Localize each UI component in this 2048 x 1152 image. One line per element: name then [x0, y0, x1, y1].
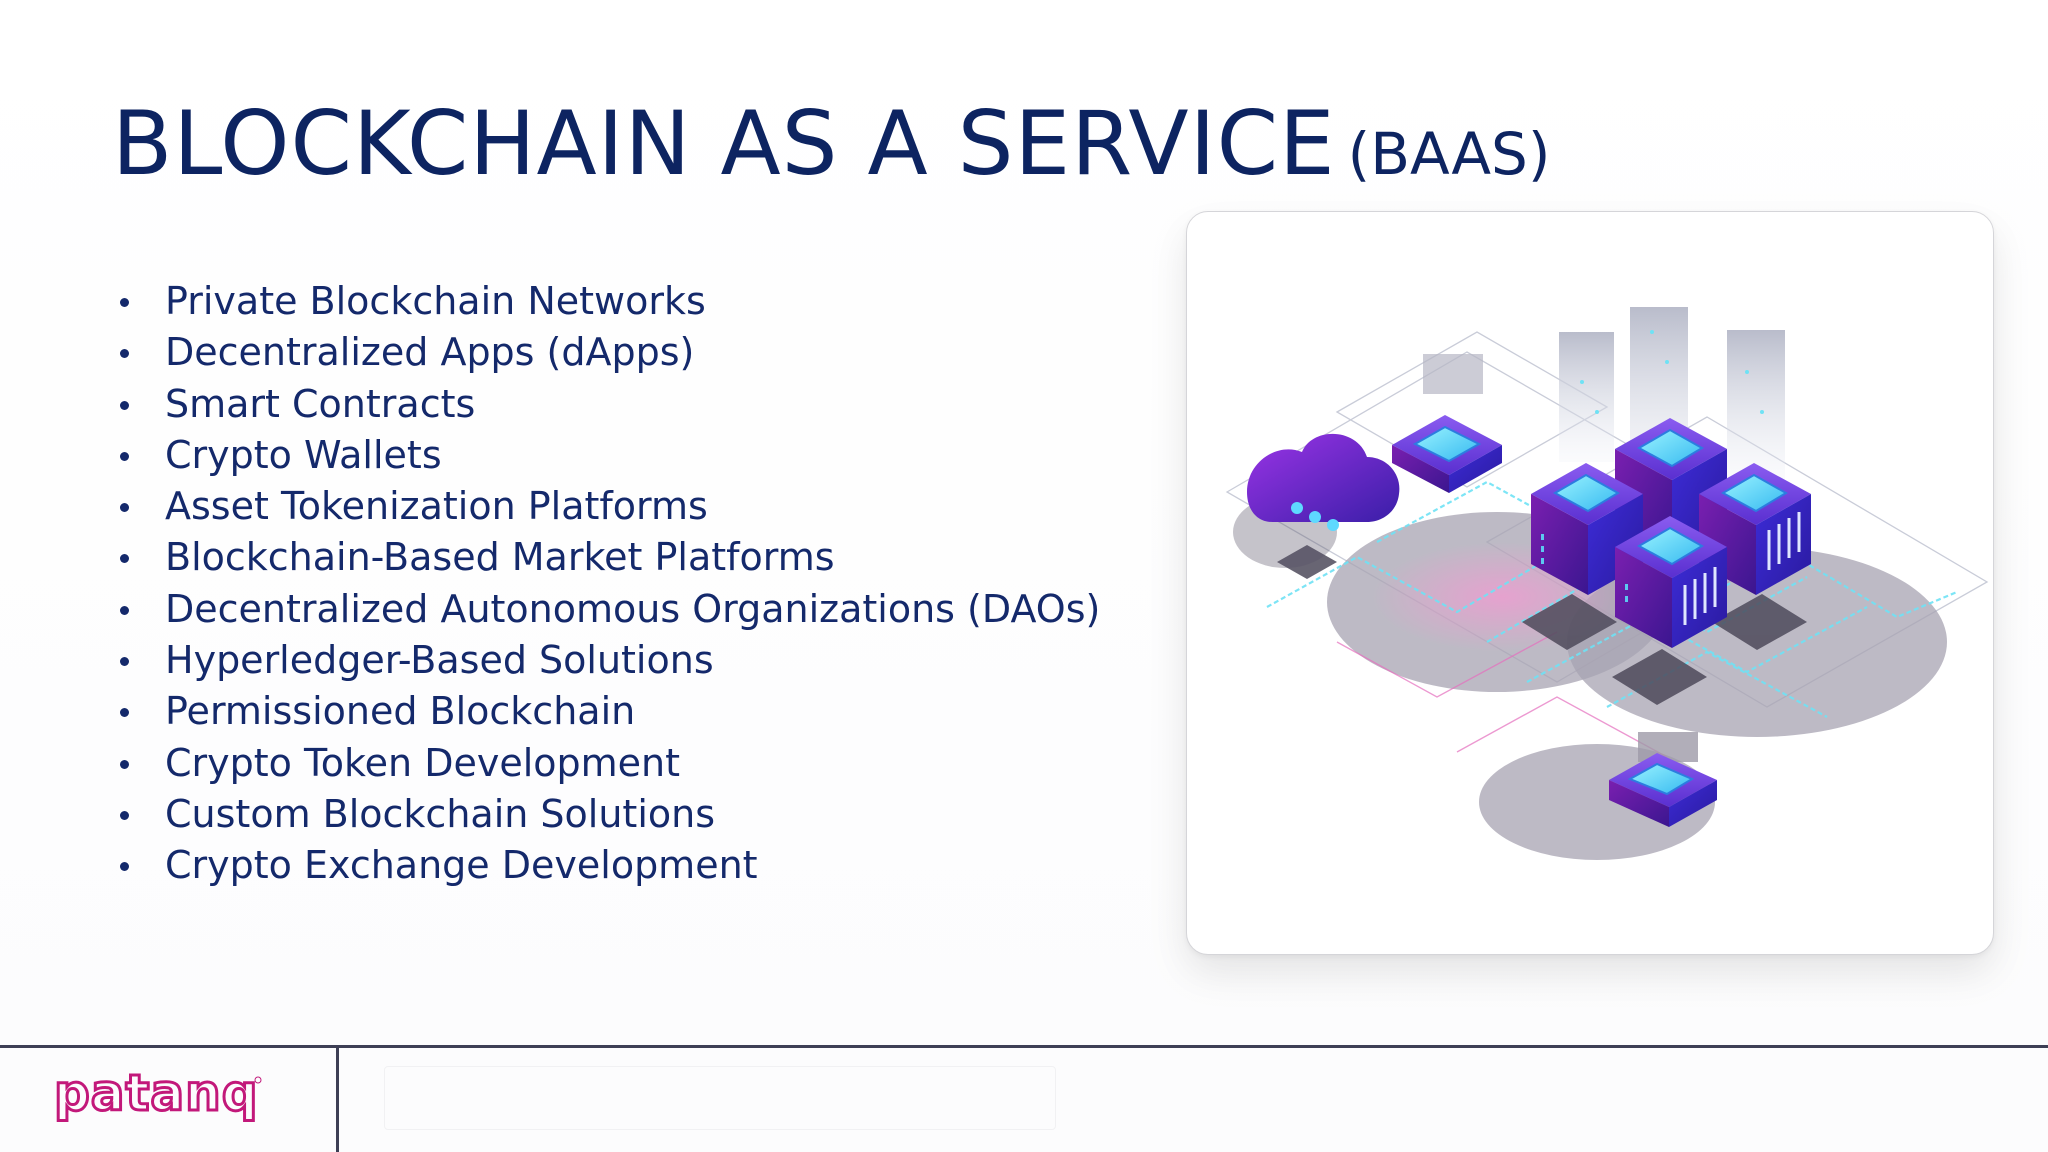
bullet-icon	[120, 451, 129, 461]
bullet-icon	[120, 708, 129, 718]
bullet-icon	[120, 400, 129, 410]
list-item: Crypto Exchange Development	[112, 840, 1100, 891]
list-item: Decentralized Apps (dApps)	[112, 327, 1100, 378]
bullet-icon	[120, 503, 129, 513]
list-item-text: Asset Tokenization Platforms	[165, 484, 708, 529]
patanq-logo: patanq	[53, 1063, 274, 1131]
list-item: Crypto Token Development	[112, 738, 1100, 789]
bullet-icon	[120, 810, 129, 820]
bullet-icon	[120, 349, 129, 359]
blockchain-cloud-servers-illustration	[1225, 307, 1989, 860]
list-item: Custom Blockchain Solutions	[112, 789, 1100, 840]
footer-divider-line	[0, 1045, 2048, 1048]
list-item-text: Hyperledger-Based Solutions	[165, 638, 714, 683]
server-icon	[1392, 415, 1502, 493]
footer-vertical-divider	[336, 1048, 339, 1152]
list-item: Decentralized Autonomous Organizations (…	[112, 584, 1100, 635]
list-item: Asset Tokenization Platforms	[112, 481, 1100, 532]
svg-text:patanq: patanq	[54, 1066, 259, 1122]
slide-title: BLOCKCHAIN AS A SERVICE(BAAS)	[112, 92, 1550, 195]
bullet-icon	[120, 657, 129, 667]
list-item-text: Custom Blockchain Solutions	[165, 791, 716, 836]
footer-placeholder-box	[384, 1066, 1056, 1130]
list-item: Blockchain-Based Market Platforms	[112, 532, 1100, 583]
list-item-text: Permissioned Blockchain	[165, 689, 636, 734]
title-suffix: (BAAS)	[1347, 120, 1551, 188]
list-item-text: Smart Contracts	[165, 381, 476, 426]
illustration-card	[1186, 211, 1994, 955]
bullet-icon	[120, 298, 129, 307]
bullet-icon	[120, 605, 129, 615]
list-item: Smart Contracts	[112, 379, 1100, 430]
server-icon	[1609, 732, 1717, 827]
list-item-text: Decentralized Autonomous Organizations (…	[165, 586, 1101, 631]
list-item: Hyperledger-Based Solutions	[112, 635, 1100, 686]
list-item-text: Crypto Token Development	[165, 740, 681, 785]
list-item-text: Crypto Exchange Development	[165, 843, 758, 888]
cloud-icon	[1233, 433, 1400, 568]
bullet-icon	[120, 862, 129, 872]
list-item-text: Blockchain-Based Market Platforms	[165, 535, 835, 580]
title-main: BLOCKCHAIN AS A SERVICE	[112, 92, 1336, 195]
list-item-text: Private Blockchain Networks	[165, 279, 706, 323]
patanq-logo-icon: patanq	[53, 1063, 262, 1124]
bullet-icon	[120, 554, 129, 564]
list-item: Private Blockchain Networks	[112, 276, 1100, 327]
bullet-icon	[120, 759, 129, 769]
list-item: Crypto Wallets	[112, 430, 1100, 481]
server-icon	[1615, 516, 1727, 648]
bullet-list: Private Blockchain Networks Decentralize…	[112, 276, 1100, 892]
list-item: Permissioned Blockchain	[112, 686, 1100, 737]
list-item-text: Crypto Wallets	[165, 432, 442, 477]
list-item-text: Decentralized Apps (dApps)	[165, 330, 695, 375]
